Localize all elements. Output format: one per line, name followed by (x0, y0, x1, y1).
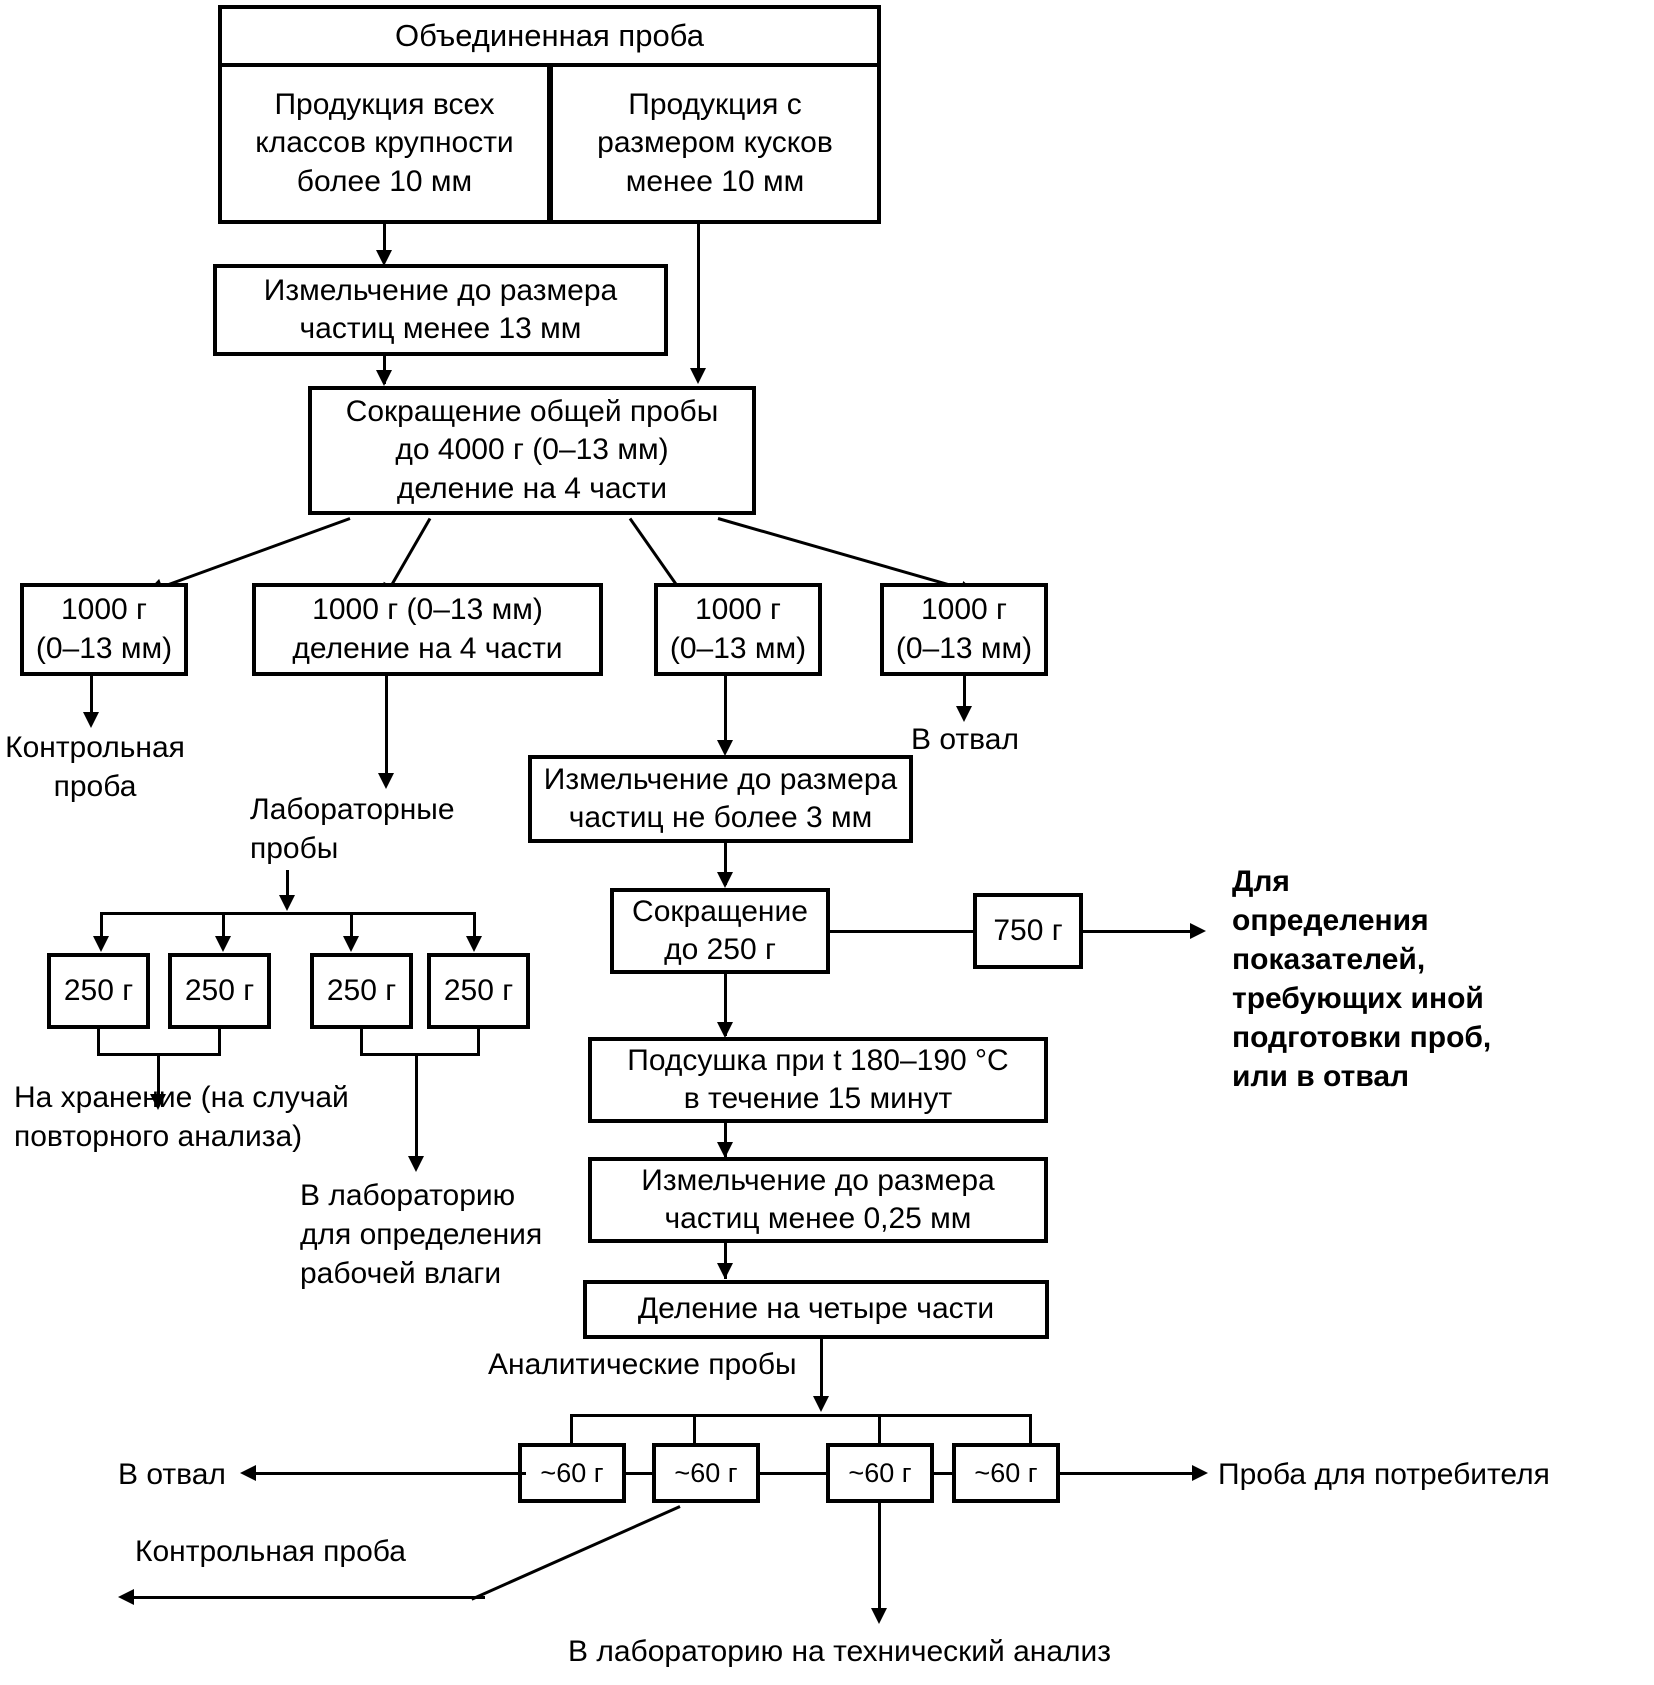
node-pieces-under-10mm: Продукция с размером кусков менее 10 мм (549, 63, 881, 224)
branch-an-4 (1029, 1414, 1032, 1444)
connector-60g3-to-lab-technical (878, 1503, 881, 1618)
node-combined-sample: Объединенная проба (218, 5, 881, 67)
node-60g-3: ~60 г (826, 1443, 934, 1503)
arrowhead-left-to-dump (240, 1465, 256, 1481)
arrowhead-down (93, 936, 109, 952)
split-bar-analytical (570, 1414, 1032, 1417)
branch-lab-3 (350, 912, 353, 945)
merge-250g-3-down (360, 1029, 363, 1055)
arrowhead-right-to-consumer (1192, 1465, 1208, 1481)
connector-control-horizontal (130, 1596, 485, 1599)
node-split-into-four: Деление на четыре части (583, 1280, 1049, 1339)
arrowhead-down (956, 706, 972, 722)
arrowhead-down (717, 872, 733, 888)
branch-an-1 (570, 1414, 573, 1444)
connector-reduce4000-to-q4 (717, 517, 979, 601)
merge-250g-2-down (218, 1029, 221, 1055)
spine-60g-row (244, 1472, 526, 1475)
arrowhead-down (150, 1094, 166, 1110)
connector-q4-to-dump (963, 676, 966, 716)
node-750g: 750 г (973, 893, 1083, 969)
label-consumer-sample: Проба для потребителя (1218, 1458, 1550, 1491)
arrowhead-down (717, 1142, 733, 1158)
branch-lab-1 (100, 912, 103, 945)
arrowhead-right (1190, 923, 1206, 939)
label-control-sample-top: Контрольная проба (5, 731, 185, 803)
node-1000g-lab-split: 1000 г (0–13 мм) деление на 4 части (252, 583, 603, 676)
arrowhead-left-to-control (118, 1589, 134, 1605)
connector-under10-to-reduce4000 (697, 224, 700, 372)
arrowhead-down (717, 1263, 733, 1279)
merge-bar-moisture (360, 1053, 480, 1056)
arrowhead-down (279, 895, 295, 911)
node-250g-2: 250 г (168, 953, 271, 1029)
node-250g-1: 250 г (47, 953, 150, 1029)
connector-750g-to-other-indicators (1083, 930, 1193, 933)
arrowhead-down (717, 740, 733, 756)
connector-labsamples-to-splitbar (286, 870, 289, 905)
label-lab-moisture: В лабораторию для определения рабочей вл… (300, 1179, 543, 1290)
arrowhead-down (466, 936, 482, 952)
arrowhead-down (215, 936, 231, 952)
label-storage: На хранение (на случай повторного анализ… (14, 1081, 349, 1153)
spine-60g-to-consumer (1058, 1472, 1196, 1475)
label-other-indicators: Для определения показателей, требующих и… (1232, 865, 1492, 1093)
arrowhead-down (408, 1156, 424, 1172)
node-60g-4: ~60 г (952, 1443, 1060, 1503)
connector-moisture-down (415, 1053, 418, 1165)
node-60g-2: ~60 г (652, 1443, 760, 1503)
node-1000g-dump: 1000 г (0–13 мм) (880, 583, 1048, 676)
connector-storage-down (157, 1053, 160, 1103)
node-250g-3: 250 г (310, 953, 413, 1029)
label-to-dump-top: В отвал (911, 723, 1019, 756)
label-analytical-samples: Аналитические пробы (488, 1348, 797, 1381)
node-crush-to-3mm: Измельчение до размера частиц не более 3… (528, 755, 913, 843)
arrowhead-down (376, 370, 392, 386)
connector-crush025-to-split4 (724, 1243, 727, 1279)
connector-q3-to-crush3 (724, 676, 727, 749)
node-1000g-third: 1000 г (0–13 мм) (654, 583, 822, 676)
connector-split4-to-analytical-bar (820, 1339, 823, 1405)
branch-lab-2 (222, 912, 225, 945)
label-control-sample-bottom: Контрольная проба (135, 1535, 406, 1568)
connector-reduce250-to-dry (724, 974, 727, 1036)
arrowhead-down (871, 1608, 887, 1624)
node-all-classes-over-10mm: Продукция всех классов крупности более 1… (218, 63, 551, 224)
connector-q1-to-control (90, 676, 93, 720)
branch-an-2 (693, 1414, 696, 1444)
connector-reduce250-to-750g (830, 930, 974, 933)
connector-q2-to-labsamples (385, 676, 388, 781)
arrowhead-down (376, 250, 392, 266)
label-lab-technical: В лабораторию на технический анализ (568, 1635, 1112, 1668)
node-drying: Подсушка при t 180–190 °C в течение 15 м… (588, 1037, 1048, 1123)
branch-lab-4 (473, 912, 476, 945)
label-to-dump-bottom: В отвал (118, 1458, 226, 1491)
split-bar-lab-samples (100, 912, 476, 915)
connector-dry-to-crush025 (724, 1123, 727, 1157)
node-250g-4: 250 г (427, 953, 530, 1029)
connector-crush3-to-reduce250 (724, 843, 727, 885)
label-laboratory-samples: Лабораторные пробы (250, 793, 455, 865)
node-crush-to-13mm: Измельчение до размера частиц менее 13 м… (213, 264, 668, 356)
node-reduce-to-250g: Сокращение до 250 г (610, 888, 830, 974)
connector-allclasses-to-crush13 (383, 224, 386, 254)
node-crush-to-025mm: Измельчение до размера частиц менее 0,25… (588, 1157, 1048, 1243)
spine-60g-gap-3 (930, 1472, 956, 1475)
arrowhead-down (717, 1022, 733, 1038)
arrowhead-down (690, 368, 706, 384)
arrowhead-down (813, 1396, 829, 1412)
connector-reduce4000-to-q1 (144, 517, 351, 600)
spine-60g-gap-1 (624, 1472, 656, 1475)
spine-60g-gap-2 (756, 1472, 830, 1475)
arrowhead-down (378, 773, 394, 789)
branch-an-3 (878, 1414, 881, 1444)
arrowhead-down (343, 936, 359, 952)
merge-250g-1-down (97, 1029, 100, 1055)
merge-250g-4-down (477, 1029, 480, 1055)
node-1000g-control: 1000 г (0–13 мм) (20, 583, 188, 676)
node-reduce-to-4000g: Сокращение общей пробы до 4000 г (0–13 м… (308, 386, 756, 515)
node-60g-1: ~60 г (518, 1443, 626, 1503)
arrowhead-down (83, 712, 99, 728)
